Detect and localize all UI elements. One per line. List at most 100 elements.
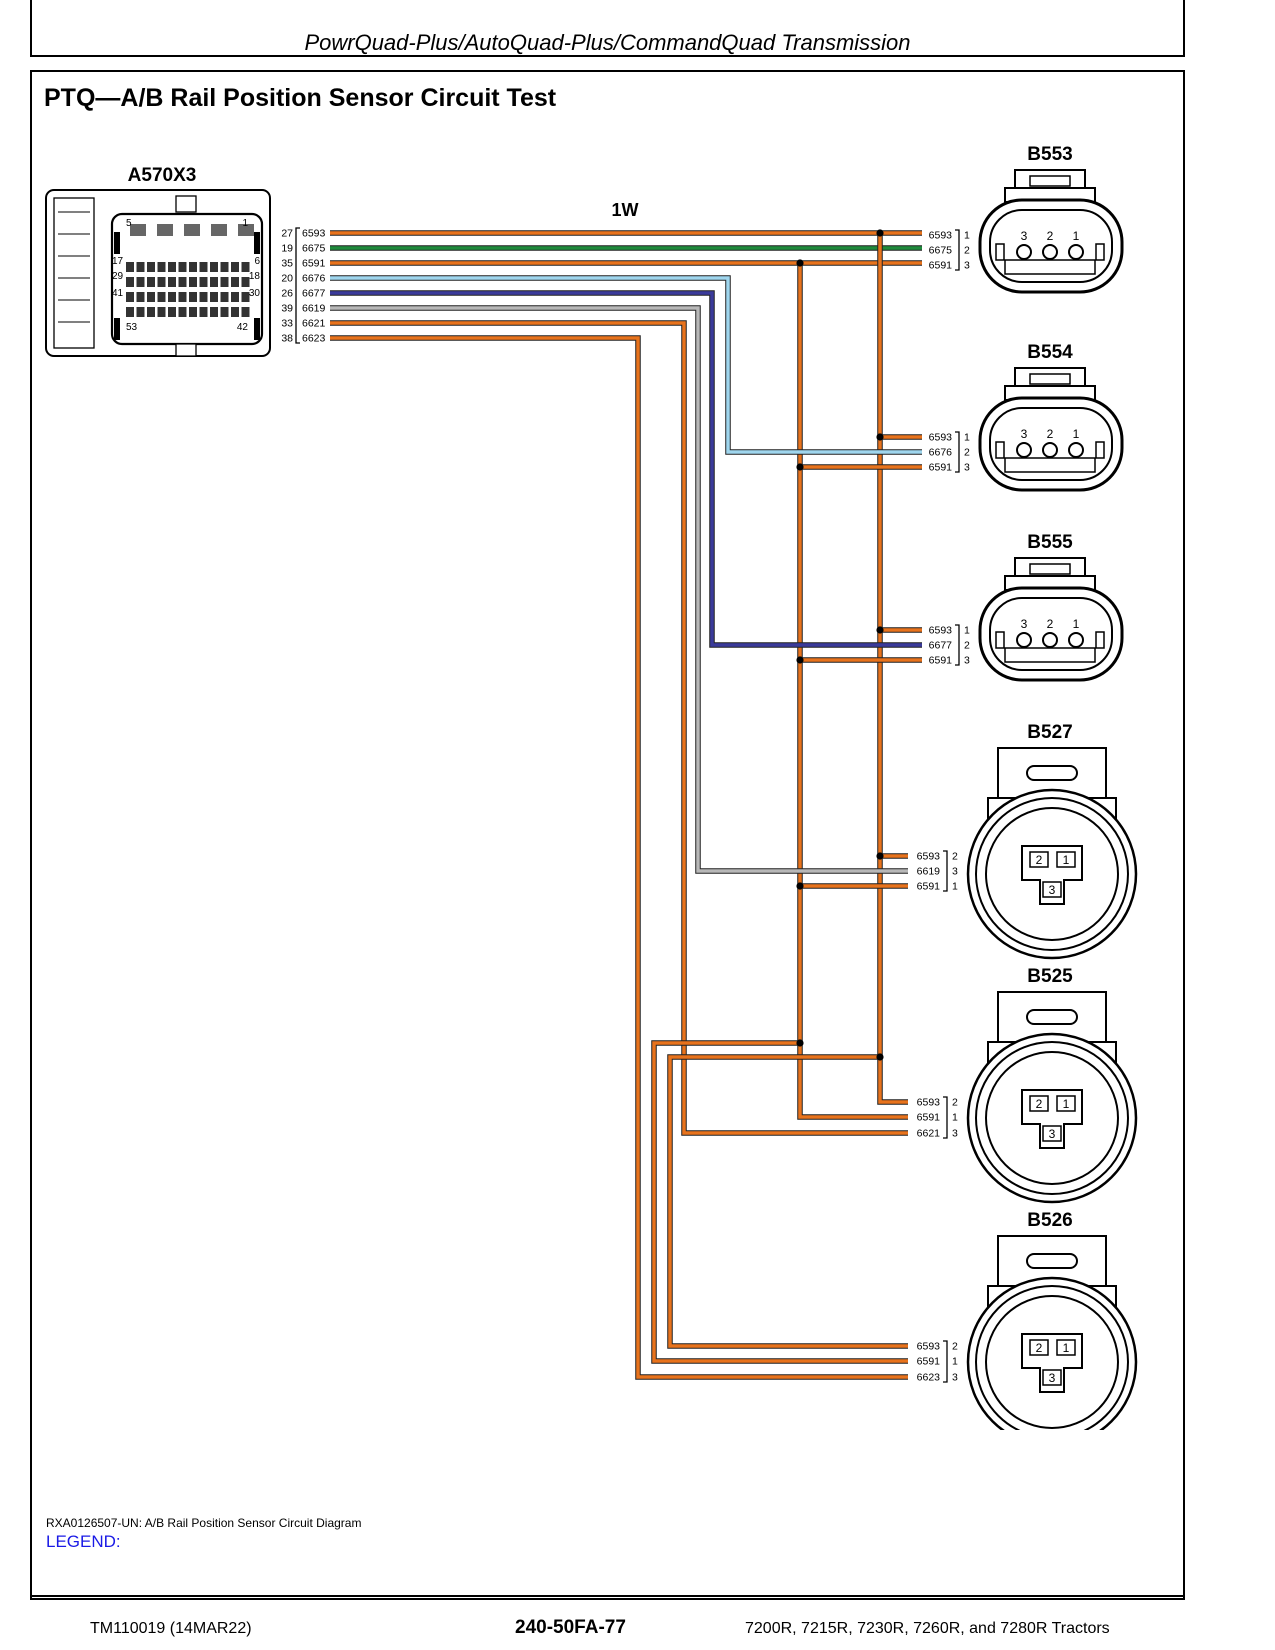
sensor-cavity-number: 2 [1036,853,1043,867]
sensor-cavity-number: 1 [1073,617,1080,631]
splice-dot [876,433,884,441]
wire-6619 [330,305,908,874]
wire-6621 [330,320,908,1136]
sensor-cavity-number: 3 [1049,1127,1056,1141]
controller-label: A570X3 [128,165,197,186]
sensor-pin [1056,1339,1076,1356]
sensor-cavity-number: 2 [1047,427,1054,441]
sensor-wire-label: 6593 [917,1341,941,1353]
wire-6591-b526 [651,1040,908,1364]
sensor-pin-bracket [943,850,948,892]
sensor-pin-bracket [955,431,960,473]
controller-wire-label: 6676 [302,273,326,285]
cavity-marker: 18 [249,271,261,282]
sensor-label: B527 [1027,722,1072,743]
sensor-wire-label: 6591 [929,462,953,474]
sensor-pin [1068,442,1084,458]
sensor-pin-number: 1 [964,432,970,444]
sensor-wire-label: 6593 [917,1097,941,1109]
cavity-marker: 30 [249,288,261,299]
sensor-pin [1056,1095,1076,1112]
sensor-cavity-number: 3 [1049,883,1056,897]
controller-pin-bracket [295,227,300,344]
cavity-marker: 6 [254,256,260,267]
cavity-marker: 1 [242,218,248,229]
section-title: PTQ—A/B Rail Position Sensor Circuit Tes… [44,84,557,112]
sensor-wire-label: 6675 [929,245,953,257]
manual-header-title: PowrQuad-Plus/AutoQuad-Plus/CommandQuad … [304,30,911,55]
footer-page-number: 240-50FA-77 [515,1617,626,1638]
sensor-cavity-number: 2 [1036,1341,1043,1355]
splice-dot [796,463,804,471]
sensor-b554: B554 3 2 1 [978,342,1124,492]
splice-dot [796,656,804,664]
sensor-pin [1016,244,1032,260]
legend-label: LEGEND: [46,1532,121,1551]
sensor-wire-label: 6593 [929,625,953,637]
wire-6623 [330,335,908,1380]
sensor-pin-number: 3 [964,462,970,474]
sensor-pin-number: 1 [952,1112,958,1124]
controller-pin-number: 20 [281,273,293,285]
sensor-pin-number: 1 [964,230,970,242]
sensor-pin [1029,1095,1049,1112]
sensor-cavity-number: 2 [1047,229,1054,243]
cavity-marker: 29 [112,271,124,282]
sensor-pin-number: 2 [964,245,970,257]
sensor-wire-label: 6593 [929,230,953,242]
sensor-pin-bracket [955,624,960,666]
harness-label: 1W [612,200,639,220]
sensor-pin-number: 3 [952,866,958,878]
sensor-pin-number: 2 [952,851,958,863]
sensor-wire-label: 6591 [917,1356,941,1368]
sensor-b555: B555 3 2 1 [978,532,1124,682]
sensor-pin-bracket [943,1096,948,1139]
controller-wire-label: 6619 [302,303,326,315]
sensor-cavity-number: 3 [1021,617,1028,631]
footer-models: 7200R, 7215R, 7230R, 7260R, and 7280R Tr… [745,1620,1110,1637]
sensor-pin [1056,851,1076,868]
wire-6677 [330,290,922,648]
sensor-label: B525 [1027,966,1073,987]
sensor-pin-bracket [943,1340,948,1383]
sensor-pin-number: 1 [964,625,970,637]
sensor-pin-bracket [955,229,960,271]
sensor-pin [1016,632,1032,648]
controller-wire-label: 6623 [302,333,326,345]
sensor-wire-label: 6623 [917,1372,941,1384]
sensor-pin-number: 2 [964,640,970,652]
sensor-cavity-number: 3 [1021,427,1028,441]
sensor-cavity-number: 3 [1049,1371,1056,1385]
splice-dot [876,229,884,237]
sensor-cavity-number: 1 [1063,853,1070,867]
controller-pin-number: 27 [281,228,293,240]
sensor-pin-number: 2 [952,1097,958,1109]
sensor-wire-label: 6593 [929,432,953,444]
sensor-cavity-number: 2 [1047,617,1054,631]
controller-wire-label: 6677 [302,288,326,300]
sensor-pin-number: 1 [952,881,958,893]
controller-pin-number: 26 [281,288,293,300]
sensor-pin-number: 3 [952,1372,958,1384]
sensor-pin [1016,442,1032,458]
sensor-label: B554 [1027,342,1073,363]
sensor-pin-number: 3 [964,655,970,667]
cavity-marker: 53 [126,322,138,333]
controller-wire-label: 6591 [302,258,326,270]
sensor-pin [1042,1369,1062,1386]
sensor-pin [1042,1125,1062,1142]
wire-6676 [330,275,922,455]
connector-latch [53,197,95,349]
cavity-marker: 41 [112,288,124,299]
sensor-pin [1042,244,1058,260]
sensor-wire-label: 6591 [929,655,953,667]
controller-wire-label: 6621 [302,318,326,330]
sensor-wire-label: 6621 [917,1128,941,1140]
sensor-wire-label: 6677 [929,640,953,652]
sensor-cavity-number: 1 [1073,427,1080,441]
header-frame [30,0,1185,57]
sensor-label: B555 [1027,532,1073,553]
wire-6591-trunk [797,263,908,1120]
